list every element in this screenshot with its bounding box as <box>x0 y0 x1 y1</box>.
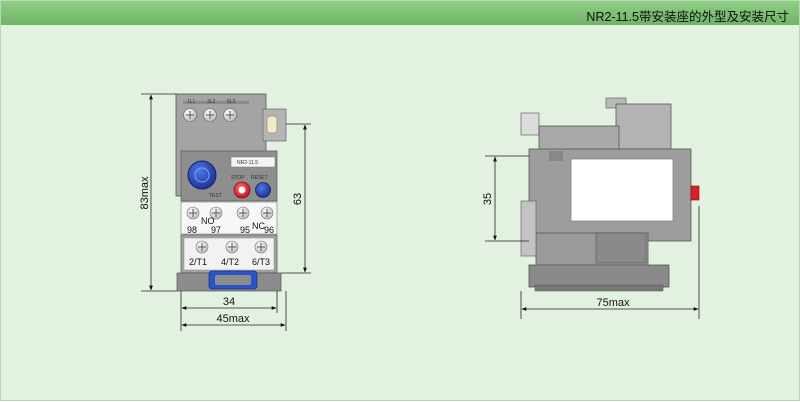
bottom-screw-3 <box>254 240 268 254</box>
dim-label-height: 83max <box>139 176 151 210</box>
bottom-terminal-label-2: 4/T2 <box>221 257 239 267</box>
side-label-window <box>570 158 674 222</box>
bottom-screw-2 <box>225 240 239 254</box>
top-screw-2 <box>203 108 217 122</box>
side-top-housing <box>615 103 672 150</box>
dim-label-width-inner: 34 <box>223 296 235 308</box>
dim-label-depth: 75max <box>596 297 630 309</box>
aux-screw-1 <box>186 206 200 220</box>
top-screw-3 <box>223 108 237 122</box>
front-top-rib <box>183 101 249 104</box>
header-title: NR2-11.5带安装座的外型及安装尺寸 <box>586 10 789 24</box>
adjust-dial-icon <box>187 160 217 190</box>
dim-label-width-outer: 45max <box>216 313 250 325</box>
side-bottom-terminal <box>520 200 537 257</box>
top-terminal-label-2: 3L2 <box>207 99 216 105</box>
header-bar: NR2-11.5带安装座的外型及安装尺寸 <box>1 1 799 25</box>
side-mounting-base <box>528 264 670 288</box>
aux-number-97: 97 <box>211 225 221 235</box>
front-view: 1L1 3L2 5L3 NR2-11.5 TEST STOP RESET <box>139 93 311 331</box>
reset-button-icon <box>255 182 271 198</box>
side-stop-button-icon <box>690 185 700 201</box>
bottom-terminal-label-1: 2/T1 <box>189 257 207 267</box>
stop-label: STOP <box>231 175 245 181</box>
aux-screw-4 <box>260 206 274 220</box>
top-terminal-label-1: 1L1 <box>187 99 196 105</box>
reset-label: RESET <box>251 175 268 181</box>
dimension-drawing: 1L1 3L2 5L3 NR2-11.5 TEST STOP RESET <box>139 93 700 331</box>
aux-number-95: 95 <box>240 225 250 235</box>
top-terminal-label-3: 5L3 <box>227 99 236 105</box>
top-screw-1 <box>183 108 197 122</box>
aux-contact-strip <box>180 201 278 235</box>
aux-number-98: 98 <box>187 225 197 235</box>
aux-screw-3 <box>236 206 250 220</box>
aux-label-no: NO <box>201 216 215 226</box>
dim-label-mount-height: 63 <box>292 193 304 205</box>
nameplate-text: NR2-11.5 <box>237 160 258 166</box>
side-top-terminal-1 <box>520 112 540 136</box>
bottom-terminal-label-3: 6/T3 <box>252 257 270 267</box>
front-indicator-window <box>266 115 278 134</box>
dim-label-side-height: 35 <box>482 193 494 205</box>
test-label: TEST <box>209 193 222 199</box>
side-view: 35 75max <box>482 97 700 319</box>
aux-number-96: 96 <box>264 225 274 235</box>
aux-label-nc: NC <box>252 221 265 231</box>
aux-screw-2 <box>209 206 223 220</box>
bottom-screw-1 <box>195 240 209 254</box>
nameplate <box>230 156 276 168</box>
